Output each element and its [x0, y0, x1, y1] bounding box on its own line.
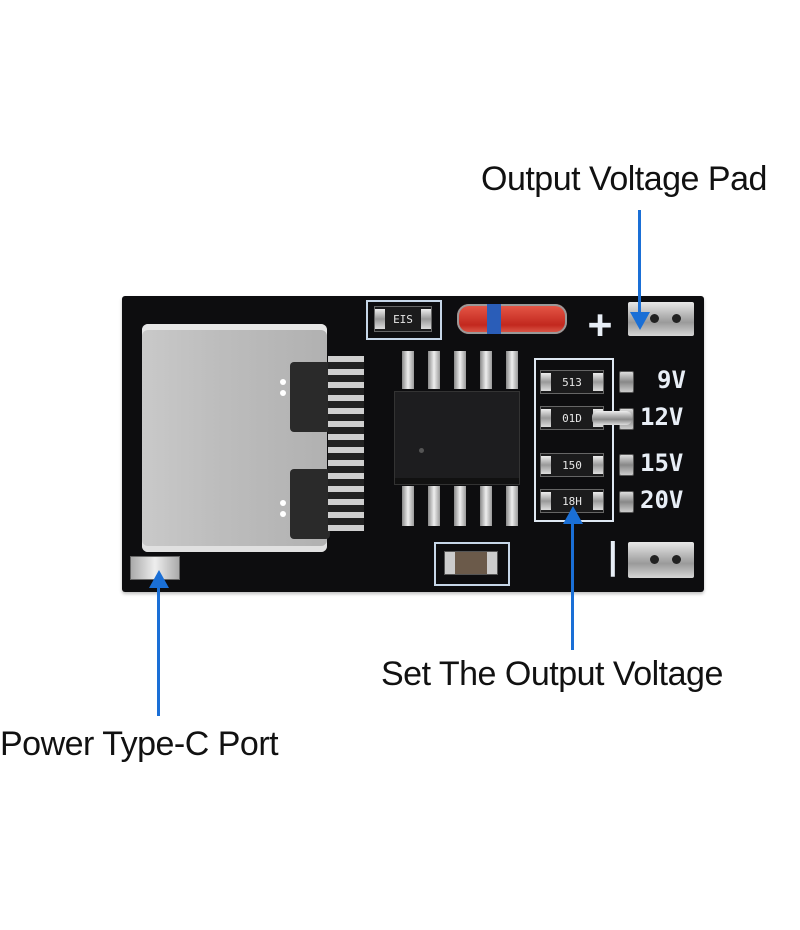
minus-sign: | — [602, 536, 624, 577]
voltage-label-15v: 15V — [640, 449, 684, 477]
pcb-board: EIS 513 01D 150 18H 9V 12V 15V 20V + | — [122, 296, 704, 592]
usb-c-pins — [328, 356, 364, 531]
silk-frame-top-resistor — [366, 300, 442, 340]
diode — [457, 304, 567, 334]
voltage-pad-9v[interactable] — [619, 371, 634, 393]
arrow-set-voltage-head — [563, 506, 583, 524]
capacitor — [444, 551, 498, 575]
resistor-top-code: EIS — [393, 312, 413, 326]
usb-c-connector — [142, 324, 330, 552]
voltage-resistor-15v: 150 — [540, 453, 604, 477]
voltage-pad-15v[interactable] — [619, 454, 634, 476]
output-pad-negative[interactable] — [628, 542, 694, 578]
voltage-label-12v: 12V — [640, 403, 684, 431]
voltage-label-20v: 20V — [640, 486, 684, 514]
power-type-c-port-label: Power Type-C Port — [0, 725, 279, 763]
set-output-voltage-label: Set The Output Voltage — [381, 655, 723, 693]
silk-frame-capacitor — [434, 542, 510, 586]
plus-sign: + — [588, 302, 613, 348]
solder-bridge-12v — [592, 411, 632, 425]
arrow-output-pad-line — [638, 210, 641, 314]
arrow-type-c-line — [157, 586, 160, 716]
arrow-type-c-head — [149, 570, 169, 588]
voltage-pad-20v[interactable] — [619, 491, 634, 513]
ic-chip — [394, 391, 520, 485]
voltage-resistor-9v: 513 — [540, 370, 604, 394]
arrow-output-pad-head — [630, 312, 650, 330]
output-voltage-pad-label: Output Voltage Pad — [481, 160, 767, 198]
resistor-top: EIS — [374, 306, 432, 332]
voltage-label-9v: 9V — [657, 366, 686, 394]
arrow-set-voltage-line — [571, 522, 574, 650]
